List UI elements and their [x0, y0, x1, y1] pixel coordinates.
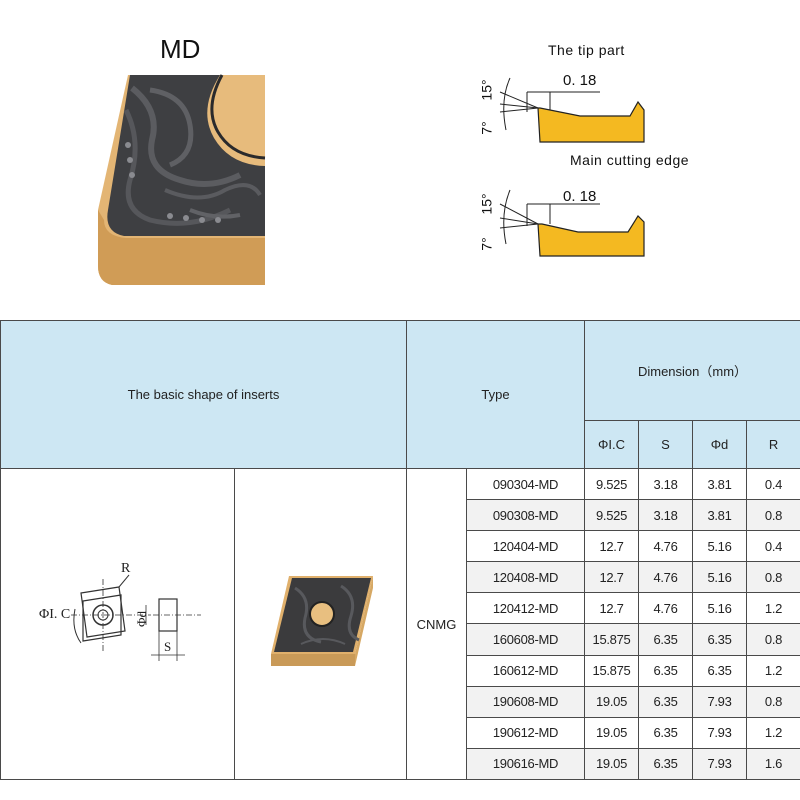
row-8-d: 7.93 — [692, 716, 747, 749]
header-col-ic: ΦI.C — [584, 420, 639, 469]
row-4-s: 4.76 — [638, 592, 693, 625]
row-3-r: 0.8 — [745, 561, 800, 594]
row-0-ic: 9.525 — [584, 467, 639, 501]
row-9-ic: 19.05 — [584, 747, 639, 781]
edge-angle-clearance: 7° — [478, 237, 495, 251]
row-0-code: 090304-MD — [466, 467, 585, 501]
table-row: 120408-MD 12.7 4.76 5.16 0.8 — [1, 561, 800, 594]
row-5-d: 6.35 — [692, 623, 747, 656]
tip-land-width: 0. 18 — [563, 72, 597, 89]
header-col-d: Φd — [692, 420, 747, 469]
row-3-code: 120408-MD — [466, 561, 585, 594]
row-4-ic: 12.7 — [584, 592, 639, 625]
row-6-d: 6.35 — [692, 654, 747, 687]
cnmg-insert-photo — [270, 575, 373, 666]
drawing-label-ic: ΦI. C — [39, 607, 71, 622]
row-1-code: 090308-MD — [466, 499, 585, 532]
row-6-ic: 15.875 — [584, 654, 639, 687]
row-2-ic: 12.7 — [584, 530, 639, 563]
header-type: Type — [406, 320, 585, 469]
row-1-r: 0.8 — [745, 499, 800, 532]
table-row: 190608-MD 19.05 6.35 7.93 0.8 — [1, 685, 800, 718]
row-9-r: 1.6 — [745, 747, 800, 781]
row-8-ic: 19.05 — [584, 716, 639, 749]
row-5-code: 160608-MD — [466, 623, 585, 656]
row-0-d: 3.81 — [692, 467, 747, 501]
row-4-code: 120412-MD — [466, 592, 585, 625]
edge-land-width: 0. 18 — [563, 188, 597, 205]
row-2-d: 5.16 — [692, 530, 747, 563]
header-col-s: S — [638, 420, 693, 469]
tip-part-profile-diagram — [499, 77, 645, 143]
header-basic-shape: The basic shape of inserts — [0, 320, 407, 469]
row-2-r: 0.4 — [745, 530, 800, 563]
insert-photo-cell — [234, 468, 407, 780]
tip-angle-clearance: 7° — [478, 121, 495, 135]
row-7-r: 0.8 — [745, 685, 800, 718]
row-7-code: 190608-MD — [466, 685, 585, 718]
row-8-code: 190612-MD — [466, 716, 585, 749]
row-8-r: 1.2 — [745, 716, 800, 749]
row-8-s: 6.35 — [638, 716, 693, 749]
drawing-label-r: R — [121, 561, 131, 576]
row-2-s: 4.76 — [638, 530, 693, 563]
edge-angle-rake: 15° — [478, 193, 495, 215]
row-1-ic: 9.525 — [584, 499, 639, 532]
row-7-s: 6.35 — [638, 685, 693, 718]
type-cell: CNMG — [406, 468, 467, 780]
row-9-d: 7.93 — [692, 747, 747, 781]
row-5-ic: 15.875 — [584, 623, 639, 656]
row-6-r: 1.2 — [745, 654, 800, 687]
table-row: 190616-MD 19.05 6.35 7.93 1.6 — [1, 747, 800, 781]
insert-technical-drawing — [71, 574, 201, 661]
table-row: 120404-MD 12.7 4.76 5.16 0.4 — [1, 530, 800, 563]
header-col-r: R — [745, 420, 800, 469]
tip-part-label: The tip part — [548, 42, 625, 58]
row-9-s: 6.35 — [638, 747, 693, 781]
main-cutting-edge-label: Main cutting edge — [570, 152, 690, 168]
row-7-d: 7.93 — [692, 685, 747, 718]
row-7-ic: 19.05 — [584, 685, 639, 718]
row-9-code: 190616-MD — [466, 747, 585, 781]
table-row: 160608-MD 15.875 6.35 6.35 0.8 — [1, 623, 800, 656]
variant-title: MD — [160, 34, 201, 64]
row-3-ic: 12.7 — [584, 561, 639, 594]
row-4-d: 5.16 — [692, 592, 747, 625]
drawing-label-d: Φd — [134, 610, 150, 628]
row-6-code: 160612-MD — [466, 654, 585, 687]
row-5-s: 6.35 — [638, 623, 693, 656]
drawing-label-s: S — [164, 639, 172, 654]
row-2-code: 120404-MD — [466, 530, 585, 563]
row-1-s: 3.18 — [638, 499, 693, 532]
row-5-r: 0.8 — [745, 623, 800, 656]
row-0-r: 0.4 — [745, 467, 800, 501]
header-dimension: Dimension（mm） — [583, 320, 800, 421]
insert-closeup-image — [98, 74, 266, 285]
row-4-r: 1.2 — [745, 592, 800, 625]
row-3-d: 5.16 — [692, 561, 747, 594]
row-3-s: 4.76 — [638, 561, 693, 594]
main-cutting-edge-profile-diagram — [499, 189, 645, 257]
table-row: 120412-MD 12.7 4.76 5.16 1.2 — [1, 592, 800, 625]
row-0-s: 3.18 — [638, 467, 693, 501]
row-1-d: 3.81 — [692, 499, 747, 532]
row-6-s: 6.35 — [638, 654, 693, 687]
insert-spec-table: The basic shape of inserts Type Dimensio… — [0, 320, 800, 781]
tip-angle-rake: 15° — [478, 79, 495, 101]
shape-drawing-cell: ΦI. C R Φd S — [0, 468, 235, 780]
